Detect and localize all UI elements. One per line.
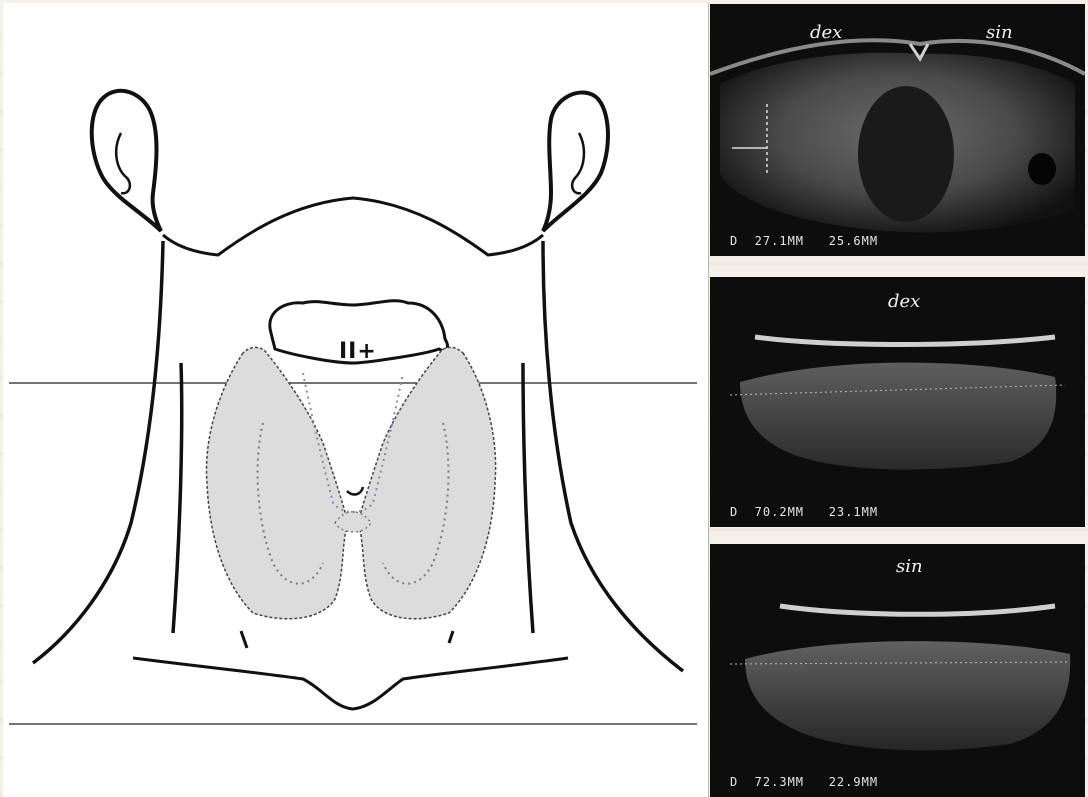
ultrasound-dex-image bbox=[710, 277, 1085, 527]
neck-left-outline bbox=[33, 241, 163, 663]
right-thyroid-lobe bbox=[206, 347, 348, 618]
side-label-dex: dex bbox=[810, 22, 842, 43]
left-ear bbox=[92, 91, 161, 231]
ultrasound-sin-panel: sin D 72.3MM 22.9MM bbox=[710, 544, 1085, 797]
side-label-sin: sin bbox=[896, 556, 923, 577]
ultrasound-dex-panel: dex D 70.2MM 23.1MM bbox=[710, 277, 1085, 527]
neck-drawing bbox=[3, 3, 708, 797]
measurement-readout: D 27.1MM 25.6MM bbox=[730, 234, 878, 248]
jaw-line bbox=[163, 198, 543, 255]
side-label-dex: dex bbox=[888, 291, 920, 312]
ultrasound-transverse-panel: dex sin D 27.1MM 25.6MM bbox=[710, 4, 1085, 256]
clavicle-line bbox=[133, 658, 568, 709]
measurement-readout: D 72.3MM 22.9MM bbox=[730, 775, 878, 789]
neck-right-outline bbox=[543, 241, 683, 671]
ultrasound-sin-image bbox=[710, 544, 1085, 797]
lobe-grade-label: II+ bbox=[339, 339, 377, 364]
right-ear bbox=[543, 92, 608, 231]
side-label-sin: sin bbox=[986, 22, 1013, 43]
ultrasound-transverse-image bbox=[710, 4, 1085, 256]
measurement-readout: D 70.2MM 23.1MM bbox=[730, 505, 878, 519]
neck-thyroid-diagram: II+ bbox=[3, 3, 709, 797]
